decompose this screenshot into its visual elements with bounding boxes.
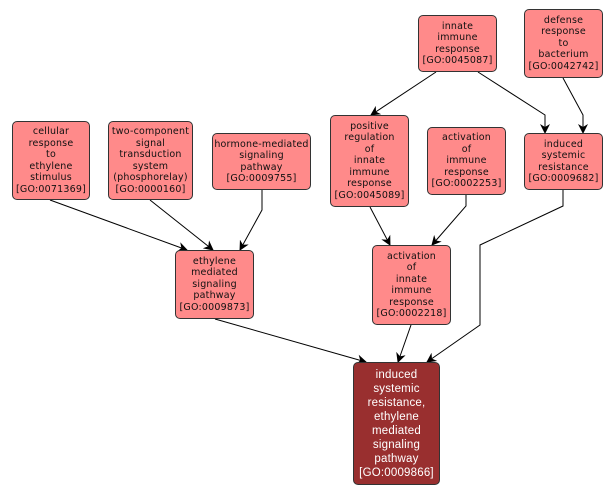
node-go-id: [GO:0042742]: [528, 60, 599, 72]
node-label-line: systemic: [373, 382, 420, 395]
node-label-line: activation: [386, 250, 437, 262]
node-label-line: of: [364, 143, 375, 155]
edge-n0045087-to-n0009682: [477, 71, 550, 134]
node-label-line: pathway: [193, 290, 236, 302]
node-label-line: innate: [353, 155, 386, 167]
node-go-id: [GO:0009866]: [359, 466, 434, 479]
node-label-line: activation: [441, 132, 492, 144]
node-go-id: [GO:0002218]: [376, 308, 447, 319]
node-label-line: regulation: [344, 132, 395, 144]
edge-n0045087-to-n0045089: [370, 71, 437, 116]
node-go-id: [GO:0002253]: [431, 178, 502, 190]
node-label-line: induced: [543, 138, 584, 150]
node-label-line: immune: [437, 32, 478, 43]
node-label-line: pathway: [374, 452, 419, 465]
node-label-line: (phosphorelay): [113, 172, 188, 183]
edge-n0002218-to-n0009866: [396, 324, 412, 363]
node-label-line: mediated: [191, 267, 238, 279]
node-label-line: two-component: [111, 126, 190, 137]
node-label-line: response: [435, 43, 480, 55]
edge-n0009755-to-n0009873: [239, 190, 263, 251]
node-label-line: signal: [135, 137, 166, 149]
node-go-id: [GO:0009873]: [179, 301, 250, 313]
node-label-line: response: [541, 26, 586, 38]
node-label-line: response: [347, 178, 392, 190]
node-label-line: positive: [350, 120, 389, 132]
node-go-id: [GO:0009682]: [528, 173, 599, 184]
node-label-line: resistance,: [367, 396, 426, 409]
node-label-line: innate: [441, 20, 474, 32]
edge-n0000160-to-n0009873: [149, 199, 214, 251]
node-label-line: ethylene: [29, 160, 73, 172]
edge-n0071369-to-n0009873: [49, 199, 188, 252]
node-label-line: hormone-mediated: [214, 138, 309, 150]
node-label-line: induced: [375, 368, 418, 381]
node-label-line: cellular: [32, 126, 70, 137]
edge-n0045089-to-n0002218: [369, 206, 391, 246]
node-label-line: of: [406, 262, 417, 273]
node-label-line: stimulus: [30, 172, 72, 183]
node-label-line: mediated: [372, 424, 421, 437]
edge-n0002253-to-n0002218: [431, 195, 467, 246]
node-go-id: [GO:0009755]: [226, 173, 297, 184]
node-label-line: resistance: [538, 161, 589, 173]
node-label-line: signaling: [372, 438, 421, 451]
node-label-line: immune: [349, 166, 390, 178]
node-label-line: transduction: [119, 149, 182, 160]
node-label-line: response: [28, 137, 74, 149]
node-label-line: to: [558, 37, 569, 49]
node-label-line: innate: [395, 273, 428, 285]
edge-n0042742-to-n0009682: [562, 77, 588, 134]
node-label-line: ethylene: [373, 410, 420, 423]
node-label-line: systemic: [541, 150, 586, 161]
node-label-line: immune: [446, 155, 487, 167]
node-label-line: immune: [391, 285, 432, 296]
node-label-line: pathway: [240, 161, 283, 173]
node-label-line: of: [461, 143, 472, 155]
node-label-line: system: [132, 160, 169, 172]
node-label-line: response: [444, 166, 489, 178]
node-go-id: [GO:0045087]: [422, 55, 493, 66]
node-label-line: signaling: [239, 150, 284, 161]
edge-n0009873-to-n0009866: [214, 318, 367, 365]
node-go-id: [GO:0071369]: [16, 183, 86, 195]
node-label-line: defense: [543, 14, 584, 26]
node-go-id: [GO:0000160]: [115, 183, 186, 195]
node-label-line: bacterium: [538, 49, 589, 61]
node-label-line: ethylene: [192, 255, 237, 267]
node-label-line: response: [389, 296, 434, 308]
node-label-line: to: [46, 149, 56, 160]
node-go-id: [GO:0045089]: [334, 189, 405, 201]
edge-n0009682-to-n0009866: [426, 190, 564, 363]
node-label-line: signaling: [192, 278, 237, 290]
